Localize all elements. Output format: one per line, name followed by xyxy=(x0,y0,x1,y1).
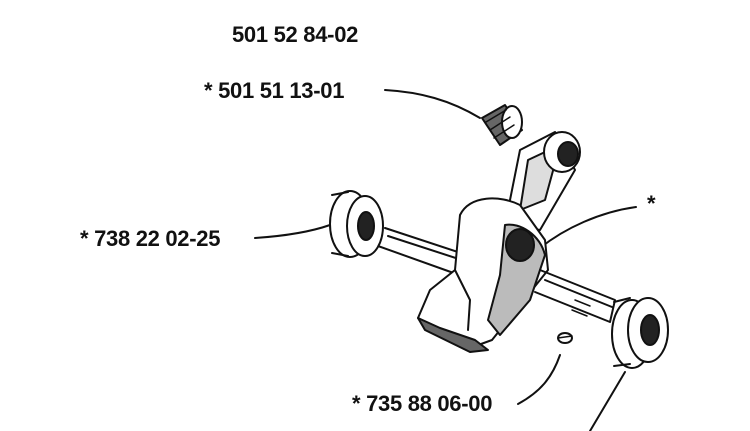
right-main-bearing xyxy=(611,297,669,369)
leader-line-needle-bearing xyxy=(384,89,481,119)
part-label-key: * 735 88 06-00 xyxy=(352,391,493,416)
part-label-crankshaft: * xyxy=(647,191,656,216)
right-shaft xyxy=(534,269,616,323)
leader-line-crankshaft xyxy=(539,206,637,249)
needle-bearing xyxy=(481,104,523,146)
leader-line-main-bearing-right xyxy=(589,371,626,431)
assembly-number-label: 501 52 84-02 xyxy=(232,22,359,47)
leader-line-main-bearing-left xyxy=(254,224,331,239)
part-label-needle-bearing: * 501 51 13-01 xyxy=(204,78,345,103)
part-label-main-bearing-left: * 738 22 02-25 xyxy=(80,226,221,251)
crank-webs xyxy=(417,197,549,353)
leader-line-key xyxy=(517,354,561,405)
woodruff-key xyxy=(557,332,573,344)
left-main-bearing xyxy=(329,190,384,258)
